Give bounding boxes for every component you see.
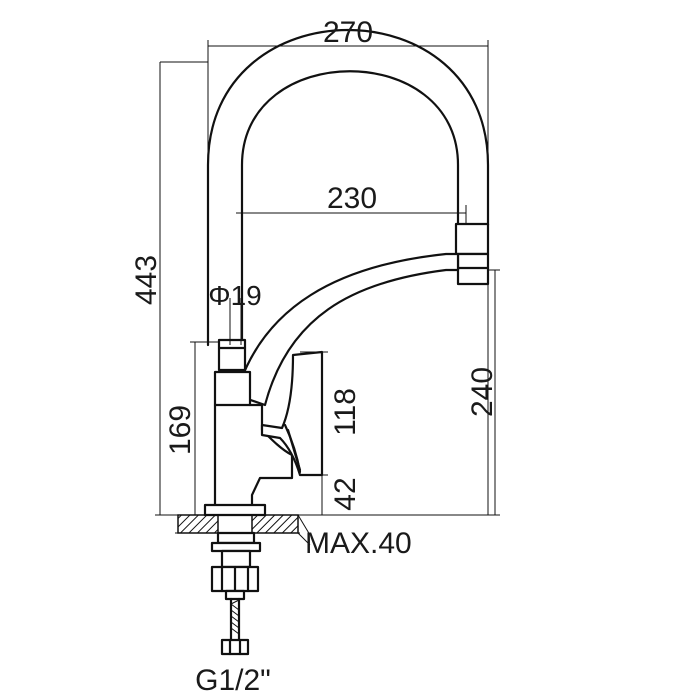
faucet-body [213,370,294,514]
overall-height-label: 443 [130,255,163,305]
spout-reach-label: 230 [327,182,377,215]
countertop [155,514,500,534]
dimension-overall-width: 270 [207,16,489,515]
overall-width-label: 270 [323,16,373,49]
thread-label: G1/2" [195,664,271,697]
dimension-handle-height: 118 [300,351,362,515]
spout-height-label: 240 [466,367,499,417]
lever-handle [260,350,324,477]
gooseneck-hose [206,28,490,347]
handle-height-label: 118 [329,388,362,436]
body-height-label: 169 [164,405,197,455]
swivel-spout [234,252,460,407]
dimension-overall-height: 443 [130,61,208,515]
max-thickness-label: MAX.40 [305,527,412,560]
dimension-hose-diameter: Φ19 [208,280,262,345]
dimension-body-height: 169 [164,341,219,515]
dimension-max-thickness: MAX.40 [297,514,412,560]
dimension-spout-reach: 230 [236,182,467,225]
braided-hose [220,597,250,656]
dimension-spout-height: 240 [466,269,500,515]
base-gap-label: 42 [329,477,362,510]
hose-diameter-label: Φ19 [208,280,261,311]
dimension-base-gap: 42 [329,477,362,510]
spout-head [454,222,490,286]
mounting-shank [210,531,262,601]
base-plate [203,503,267,517]
